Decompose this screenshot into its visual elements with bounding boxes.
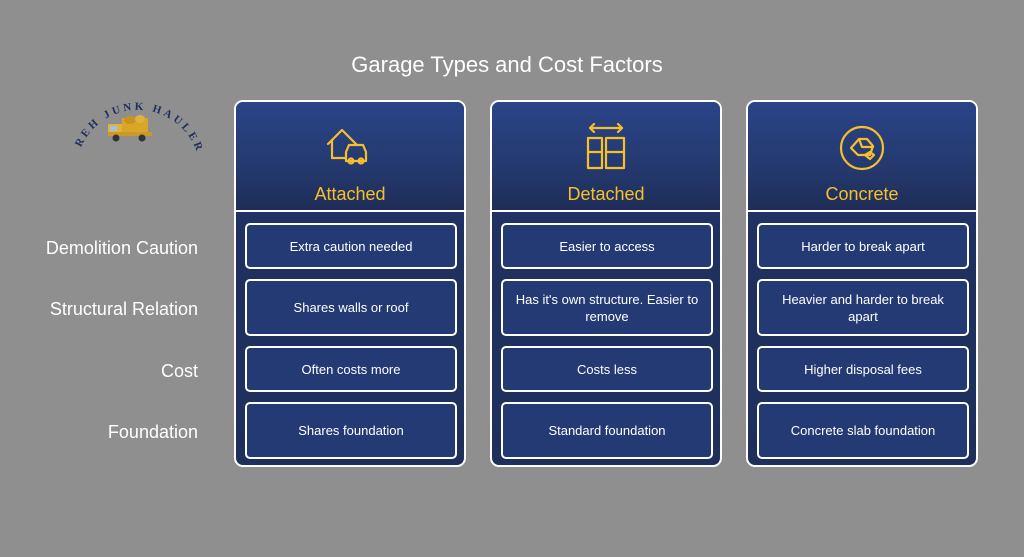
concrete-block-icon: [839, 125, 885, 171]
row-label-structural-relation: Structural Relation: [49, 299, 198, 319]
house-car-icon: [326, 128, 368, 165]
card-header: Concrete: [748, 102, 976, 212]
cell-attached-demolition: Extra caution needed: [245, 223, 457, 269]
card-title-detached: Detached: [567, 184, 645, 204]
cell-attached-structural: Shares walls or roof: [245, 279, 457, 336]
row-label-foundation: Foundation: [107, 422, 198, 442]
cell-attached-foundation: Shares foundation: [245, 402, 457, 459]
card-concrete: Concrete Harder to break apart Heavier a…: [746, 100, 978, 467]
cell-concrete-demolition: Harder to break apart: [757, 223, 969, 269]
cell-attached-cost: Often costs more: [245, 346, 457, 392]
cell-detached-structural: Has it's own structure. Easier to remove: [501, 279, 713, 336]
cell-concrete-structural: Heavier and harder to break apart: [757, 279, 969, 336]
page-title: Garage Types and Cost Factors: [351, 52, 663, 77]
card-detached: Detached Easier to access Has it's own s…: [490, 100, 722, 467]
card-title-attached: Attached: [314, 184, 386, 204]
card-title-concrete: Concrete: [825, 184, 899, 204]
logo: JIREH JUNK HAULERS: [68, 82, 203, 155]
cell-detached-demolition: Easier to access: [501, 223, 713, 269]
detached-structure-icon: [586, 122, 626, 170]
cell-concrete-foundation: Concrete slab foundation: [757, 402, 969, 459]
cell-concrete-cost: Higher disposal fees: [757, 346, 969, 392]
cell-detached-foundation: Standard foundation: [501, 402, 713, 459]
card-attached: Attached Extra caution needed Shares wal…: [234, 100, 466, 467]
card-header: Detached: [492, 102, 720, 212]
card-header: Attached: [236, 102, 464, 212]
row-label-demolition-caution: Demolition Caution: [45, 238, 198, 258]
cell-detached-cost: Costs less: [501, 346, 713, 392]
row-label-cost: Cost: [160, 361, 198, 381]
